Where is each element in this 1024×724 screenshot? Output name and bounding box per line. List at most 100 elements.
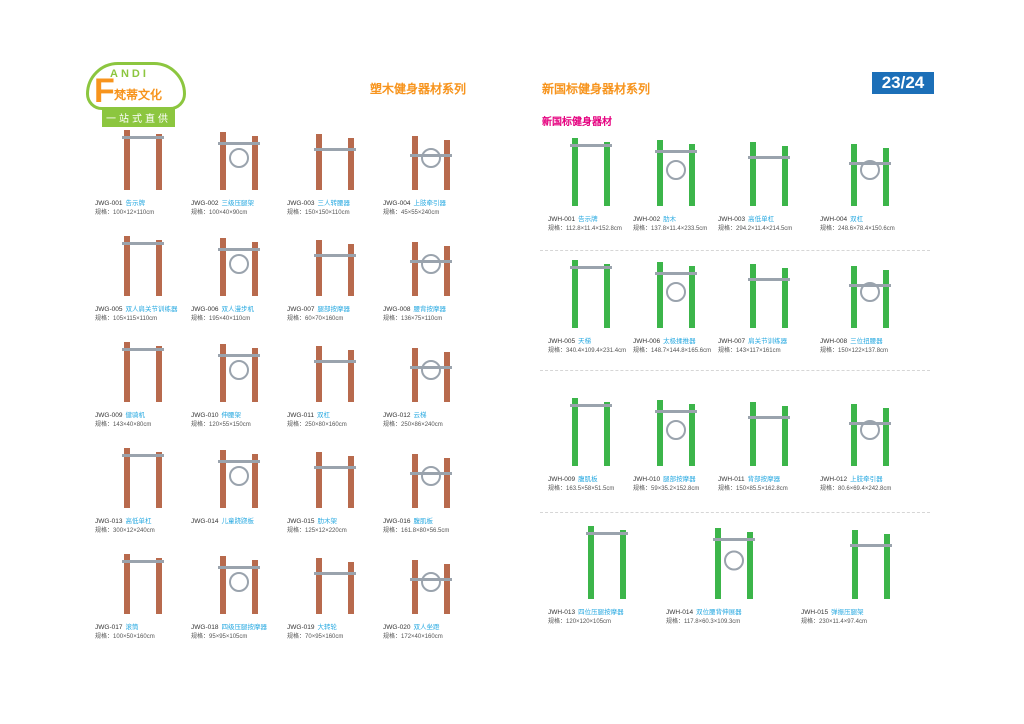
equipment-bar <box>849 422 891 425</box>
item-name: 儿童跷跷板 <box>221 518 254 525</box>
spec-value: 172×40×160cm <box>401 634 443 640</box>
equipment-post <box>603 142 610 206</box>
spec-prefix: 规格： <box>820 226 839 232</box>
item-code: JWH-002 <box>633 216 661 223</box>
equipment-post <box>620 530 626 599</box>
equipment-bar <box>712 538 755 541</box>
item-name: 腿部按摩器 <box>317 306 350 313</box>
spec-value: 248.6×78.4×150.6cm <box>838 226 895 232</box>
equipment-bar <box>122 136 164 139</box>
item-spec: 规格：150×150×110cm <box>287 207 383 216</box>
equipment-wheel <box>229 360 249 380</box>
spec-value: 300×12×240cm <box>113 528 155 534</box>
equipment-wheel <box>665 420 686 440</box>
item-code: JWG-001 <box>95 200 123 207</box>
item-name: 太极揉推器 <box>663 338 696 345</box>
item-name: 大转轮 <box>317 624 337 631</box>
equipment-illustration <box>410 560 452 614</box>
item-code: JWG-015 <box>287 518 315 525</box>
equipment-post <box>750 402 756 466</box>
equipment-bar <box>586 532 628 535</box>
equipment-post <box>412 560 418 614</box>
equipment-post <box>124 130 130 190</box>
equipment-wheel <box>421 360 441 380</box>
item-code: JWH-011 <box>718 476 745 483</box>
item-name: 上肢牵引器 <box>850 476 883 483</box>
item-code: JWG-017 <box>95 624 123 631</box>
item-code: JWH-010 <box>633 476 661 483</box>
equipment-illustration <box>218 556 260 614</box>
spec-value: 150×85.5×162.8cm <box>736 486 788 492</box>
spec-prefix: 规格： <box>287 528 306 534</box>
equipment-post <box>714 528 721 599</box>
equipment-illustration <box>569 138 612 206</box>
equipment-bar <box>410 260 452 263</box>
spec-value: 150×150×110cm <box>305 210 350 216</box>
item-code: JWG-013 <box>95 518 123 525</box>
item-code: JWG-018 <box>191 624 219 631</box>
equipment-bar <box>748 416 790 419</box>
equipment-bar <box>218 248 260 251</box>
equipment-bar <box>410 154 452 157</box>
spec-value: 143×40×80cm <box>113 422 152 428</box>
equipment-bar <box>218 566 260 569</box>
spec-value: 100×50×160cm <box>113 634 155 640</box>
equipment-wheel <box>860 420 880 440</box>
equipment-post <box>220 344 226 402</box>
equipment-post <box>851 266 857 328</box>
equipment-bar <box>122 560 164 563</box>
item-spec: 规格：294.2×11.4×214.5cm <box>718 223 820 232</box>
page-number: 23/24 <box>872 72 934 94</box>
spec-value: 60×70×160cm <box>305 316 344 322</box>
equipment-illustration <box>218 450 260 508</box>
equipment-post <box>124 448 130 508</box>
item-spec: 规格：112.8×11.4×152.8cm <box>548 223 633 232</box>
equipment-bar <box>314 466 356 469</box>
item-name: 双人坐蹬 <box>413 624 440 631</box>
equipment-post <box>656 140 663 206</box>
spec-prefix: 规格： <box>287 422 306 428</box>
spec-value: 70×95×160cm <box>305 634 344 640</box>
item-code: JWH-014 <box>666 609 694 616</box>
spec-prefix: 规格： <box>548 486 567 492</box>
item-spec: 规格：95×95×105cm <box>191 631 287 640</box>
item-code: JWG-002 <box>191 200 219 207</box>
equipment-bar <box>569 144 612 147</box>
item-name: 上肢牵引器 <box>413 200 446 207</box>
item-name: 四位压腿按摩器 <box>578 609 624 616</box>
spec-prefix: 规格： <box>95 316 114 322</box>
equipment-post <box>444 140 450 190</box>
equipment-post <box>571 398 578 466</box>
equipment-illustration <box>218 238 260 296</box>
equipment-post <box>883 270 889 328</box>
equipment-bar <box>654 410 697 413</box>
equipment-bar <box>849 162 891 165</box>
spec-value: 137.8×11.4×233.5cm <box>651 226 708 232</box>
spec-prefix: 规格： <box>383 210 402 216</box>
item-name: 弹振压腿架 <box>831 609 864 616</box>
item-code: JWH-008 <box>820 338 848 345</box>
spec-value: 120×55×150cm <box>209 422 251 428</box>
item-spec: 规格：250×80×160cm <box>287 419 383 428</box>
item-spec: 规格：70×95×160cm <box>287 631 383 640</box>
equipment-post <box>348 350 354 402</box>
item-spec: 规格：117.8×60.3×109.3cm <box>666 616 801 625</box>
equipment-post <box>883 148 889 206</box>
equipment-post <box>656 400 663 466</box>
equipment-post <box>412 454 418 508</box>
